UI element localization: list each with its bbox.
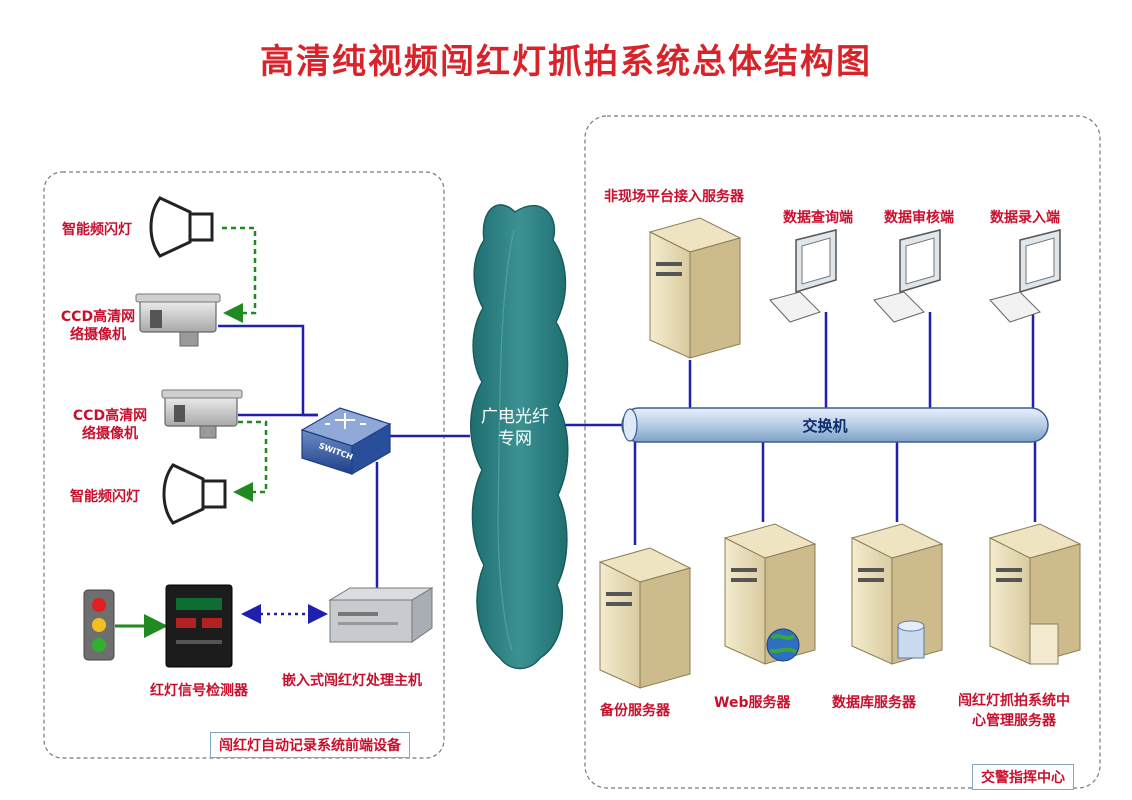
flash-lamp-top-label: 智能频闪灯 [62,222,132,238]
network-switch-icon [300,407,392,476]
entry-terminal-label: 数据录入端 [990,210,1060,226]
core-switch-bar [621,407,1049,443]
access-server-icon [648,217,742,359]
management-server-icon [988,523,1082,665]
front-end-group-box [43,171,445,759]
cloud-label-line1: 广电光纤 [481,407,549,427]
center-group-label: 交警指挥中心 [972,764,1074,790]
processor-host-icon [328,587,434,643]
camera-bottom-icon [161,389,243,439]
flash-trigger-links [222,226,268,502]
processor-host-label: 嵌入式闯红灯处理主机 [282,673,422,689]
mgmt-server-label-line2: 心管理服务器 [972,713,1056,729]
web-server-label: Web服务器 [714,695,791,711]
switch-bar-label: 交换机 [802,417,848,435]
database-server-icon [850,523,944,665]
cloud-label-line2: 专网 [498,429,532,449]
web-server-icon [723,523,817,665]
entry-terminal-icon [989,229,1061,323]
diagram-title: 高清纯视频闯红灯抓拍系统总体结构图 [260,42,872,82]
front-end-group-label: 闯红灯自动记录系统前端设备 [210,732,410,758]
flash-lamp-bottom-label: 智能频闪灯 [70,489,140,505]
camera-top-icon [135,293,221,347]
flash-lamp-top-icon [149,196,214,258]
traffic-light-icon [83,589,115,661]
fiber-network-cloud [470,204,569,670]
mgmt-server-label-line1: 闯红灯抓拍系统中 [958,693,1070,709]
review-terminal-icon [873,229,941,323]
access-server-label: 非现场平台接入服务器 [604,189,744,205]
flash-lamp-bottom-icon [162,463,227,525]
query-terminal-icon [769,229,837,323]
signal-detector-label: 红灯信号检测器 [150,683,248,699]
front-end-links [218,324,470,588]
query-terminal-label: 数据查询端 [783,210,853,226]
center-group-box [584,115,1101,789]
backup-server-label: 备份服务器 [600,703,670,719]
camera-bottom-label-line2: 络摄像机 [82,426,138,442]
review-terminal-label: 数据审核端 [884,210,954,226]
backup-server-icon [598,547,692,689]
database-server-label: 数据库服务器 [832,695,916,711]
signal-detector-icon [165,584,233,668]
camera-top-label-line2: 络摄像机 [70,327,126,343]
center-links [563,312,1037,545]
camera-top-label-line1: CCD高清网 [60,309,136,325]
camera-bottom-label-line1: CCD高清网 [72,408,148,424]
